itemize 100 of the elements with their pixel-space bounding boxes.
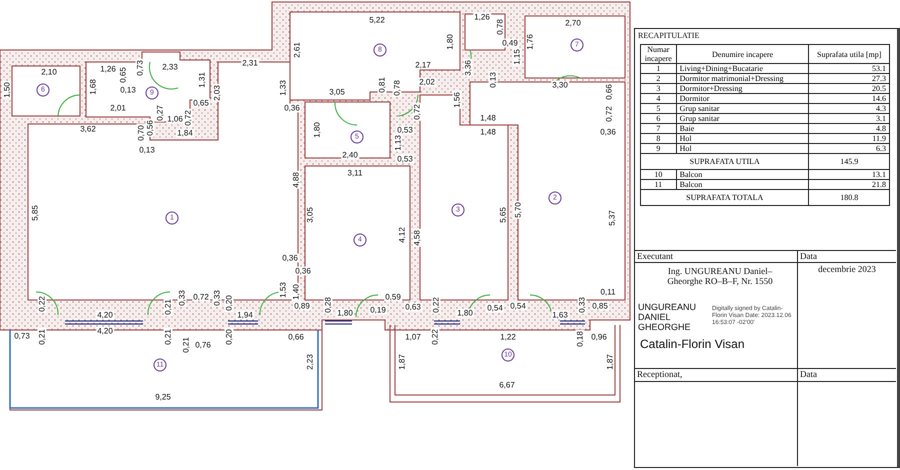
dimension-label: 0,78 (392, 79, 402, 97)
dimension-label: 3,11 (346, 168, 364, 178)
table-title: RECAPITULATIE (638, 31, 700, 40)
dimension-label: 0,85 (591, 302, 609, 310)
table-cell: 11.9 (808, 134, 890, 144)
table-cell: 145.9 (808, 154, 890, 170)
dimension-label: 4,20 (96, 326, 114, 336)
dimension-label: 0,56 (146, 119, 154, 137)
dimension-label: 0,73 (136, 59, 144, 77)
dimension-label: 3,62 (79, 124, 97, 134)
dimension-label: 1,48 (479, 128, 497, 136)
dimension-label: 1,87 (398, 353, 406, 371)
dimension-label: 1,31 (198, 71, 206, 89)
section-heading: Receptionat, (637, 369, 684, 379)
dimension-label: 0,72 (412, 103, 422, 121)
dimension-label: 1,80 (446, 33, 454, 51)
dimension-label: 2,02 (418, 78, 436, 86)
dimension-label: 0,89 (293, 302, 311, 310)
dimension-label: 0,73 (13, 332, 31, 340)
dimension-label: 1,13 (394, 134, 402, 152)
dimension-label: 0,70 (136, 124, 146, 142)
table-cell: 3.1 (808, 114, 890, 124)
dimension-label: 1,87 (606, 353, 614, 371)
dimension-label: 1,15 (512, 48, 522, 66)
dimension-label: 5,22 (368, 16, 386, 24)
table-cell: 20.5 (808, 84, 890, 94)
table-cell: 7 (640, 124, 676, 134)
dimension-label: 4,88 (292, 171, 300, 189)
table-cell: 5 (640, 104, 676, 114)
dimension-label: 0,22 (432, 296, 440, 314)
dimension-label: 0,11 (600, 288, 616, 296)
dimension-label: 0,13 (119, 86, 137, 94)
dimension-label: 6,67 (498, 380, 516, 390)
dimension-label: 3,36 (464, 59, 472, 77)
table-cell: 180.8 (808, 190, 890, 206)
table-header-cell: Numar incapere (640, 44, 676, 64)
table-cell: Balcon (676, 180, 809, 190)
dimension-label: 0,54 (486, 304, 504, 312)
dimension-label: 2,17 (414, 60, 432, 70)
dimension-label: 0,33 (578, 296, 586, 314)
dimension-label: 1,40 (292, 283, 300, 301)
dimension-label: 0,72 (184, 109, 192, 127)
table-cell: 4.8 (808, 124, 890, 134)
table-cell: Grup sanitar (676, 104, 809, 114)
dimension-label: 0,65 (118, 66, 128, 84)
table-cell: Dormitor (676, 94, 809, 104)
table-cell: 27.3 (808, 74, 890, 84)
table-cell: 1 (640, 64, 676, 74)
dimension-label: 5,65 (498, 206, 508, 224)
table-cell: Dormitor+Dressing (676, 84, 809, 94)
table-cell: 2 (640, 74, 676, 84)
dimension-label: 0,49 (501, 38, 519, 48)
dimension-label: 4,58 (412, 229, 422, 247)
table-cell: 8 (640, 134, 676, 144)
table-cell: 4 (640, 94, 676, 104)
dimension-label: 0,28 (324, 296, 332, 314)
table-cell: Dormitor matrimonial+Dressing (676, 74, 809, 84)
dimension-label: 5,70 (514, 201, 522, 219)
dimension-label: 3,05 (306, 206, 314, 224)
dimension-label: 0,66 (287, 332, 305, 342)
dimension-label: 1,76 (526, 33, 534, 51)
dimension-label: 0,81 (378, 76, 386, 94)
dimension-label: 0,20 (224, 328, 234, 346)
table-cell: Baie (676, 124, 809, 134)
dimension-label: 0,63 (404, 302, 422, 312)
dimension-label: 1,53 (278, 281, 288, 299)
dimension-label: 0,21 (182, 336, 190, 354)
signature-name: Catalin-Florin Visan (640, 338, 746, 351)
dimension-label: 0,33 (212, 289, 222, 307)
dimension-label: 1,80 (312, 121, 322, 139)
table-cell: 9 (640, 144, 676, 154)
dimension-label: 2,61 (292, 41, 302, 59)
table-cell: Hol (676, 144, 809, 154)
dimension-label: 0,36 (281, 254, 299, 262)
dimension-label: 0,18 (576, 330, 584, 348)
dimension-label: 0,78 (496, 18, 504, 36)
dimension-label: 1,26 (99, 64, 117, 74)
dimension-label: 2,33 (161, 62, 179, 72)
dimension-label: 1,48 (479, 114, 497, 122)
dimension-label: 2,10 (40, 68, 58, 76)
dimension-label: 1,80 (336, 308, 354, 318)
engineer-stamp-text: Ing. UNGUREANU Daniel–Gheorghe RO–B–F, Nr. 1550 (666, 266, 774, 286)
dimension-label: 1,84 (176, 128, 194, 138)
dimension-label: 1,07 (404, 332, 422, 342)
table-cell: 11 (640, 180, 676, 190)
dimension-label: 0,53 (396, 126, 414, 134)
dimension-label: 0,19 (369, 306, 387, 314)
dimension-label: 0,65 (192, 98, 210, 108)
dimension-label: 0,76 (194, 340, 212, 350)
dimension-label: 0,13 (488, 71, 498, 89)
signature-name: UNGUREANU DANIEL GHEORGHE (638, 302, 698, 332)
dimension-label: 0,20 (224, 294, 234, 312)
dimension-label: 5,85 (30, 204, 40, 222)
dimension-label: 0,36 (294, 266, 312, 276)
dimension-label: 0,36 (283, 104, 301, 112)
table-cell: 10 (640, 170, 676, 180)
date-text: decembrie 2023 (817, 264, 877, 274)
dimension-label: 0,21 (164, 298, 172, 316)
dimension-label: 9,25 (154, 392, 172, 402)
table-cell: Balcon (676, 170, 809, 180)
